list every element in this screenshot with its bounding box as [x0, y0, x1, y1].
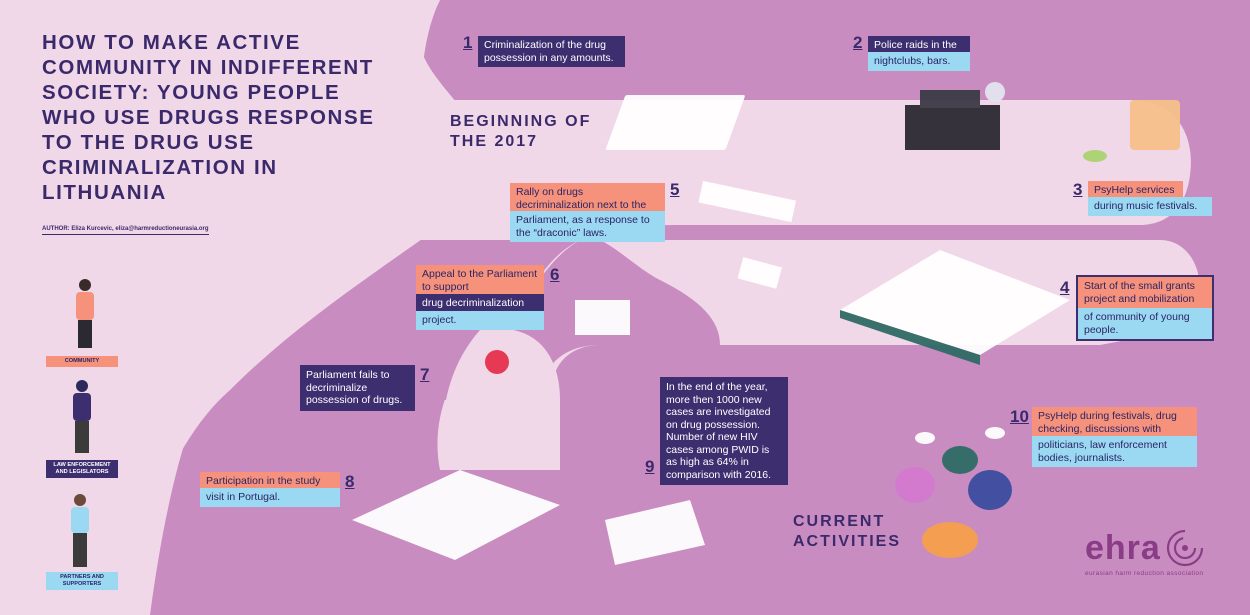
- step-2-number: 2: [853, 33, 863, 52]
- step-3-text-b: during music festivals.: [1088, 197, 1212, 216]
- step-5-number: 5: [670, 180, 680, 199]
- step-10-text-b: politicians, law enforcement bodies, jou…: [1032, 436, 1197, 467]
- legend-law-enforcement: LAW ENFORCEMENT AND LEGISLATORS: [46, 460, 118, 478]
- step-9-text: In the end of the year, more then 1000 n…: [660, 377, 788, 485]
- logo-wordmark: ehra: [1085, 528, 1161, 567]
- step-5-text-a: Rally on drugs decriminalization next to…: [510, 183, 665, 214]
- legend-community: COMMUNITY: [46, 356, 118, 367]
- step-3-text-a: PsyHelp services: [1088, 181, 1183, 200]
- step-6-text-c: project.: [416, 311, 544, 330]
- step-9-number: 9: [645, 457, 655, 476]
- step-2-text-a: Police raids in the: [868, 36, 970, 55]
- section-beginning: BEGINNING OF THE 2017: [450, 113, 592, 150]
- page-title: HOW TO MAKE ACTIVE COMMUNITY IN INDIFFER…: [42, 31, 375, 204]
- step-7-number: 7: [420, 365, 430, 384]
- step-10-number: 10: [1010, 407, 1029, 426]
- step-8-text-b: visit in Portugal.: [200, 488, 340, 507]
- author-credit: AUTHOR: Eliza Kurcevic, eliza@harmreduct…: [42, 226, 209, 235]
- step-1-number: 1: [463, 33, 473, 52]
- step-6-number: 6: [550, 265, 560, 284]
- ehra-logo: ehra eurasian harm reduction association: [1085, 528, 1220, 578]
- step-10-text-a: PsyHelp during festivals, drug checking,…: [1032, 407, 1197, 438]
- step-1-text: Criminalization of the drug possession i…: [478, 36, 625, 67]
- step-3-number: 3: [1073, 180, 1083, 199]
- step-6-text-b: drug decriminalization: [416, 294, 544, 313]
- logo-mark-icon: [1166, 529, 1203, 567]
- step-8-text-a: Participation in the study: [200, 472, 340, 491]
- section-current: CURRENT ACTIVITIES: [793, 513, 902, 550]
- step-4-text-a: Start of the small grants project and mo…: [1078, 277, 1212, 308]
- step-4-number: 4: [1060, 278, 1070, 297]
- legend-partners: PARTNERS AND SUPPORTERS: [46, 572, 118, 590]
- step-8-number: 8: [345, 472, 355, 491]
- step-7-text: Parliament fails to decriminalize posses…: [300, 365, 415, 411]
- step-4-box: Start of the small grants project and mo…: [1076, 275, 1214, 341]
- step-5-text-b: Parliament, as a response to the “dracon…: [510, 211, 665, 242]
- step-2-text-b: nightclubs, bars.: [868, 52, 970, 71]
- logo-subtitle: eurasian harm reduction association: [1085, 570, 1204, 577]
- step-4-text-b: of community of young people.: [1078, 308, 1212, 339]
- step-6-text-a: Appeal to the Parliament to support: [416, 265, 544, 296]
